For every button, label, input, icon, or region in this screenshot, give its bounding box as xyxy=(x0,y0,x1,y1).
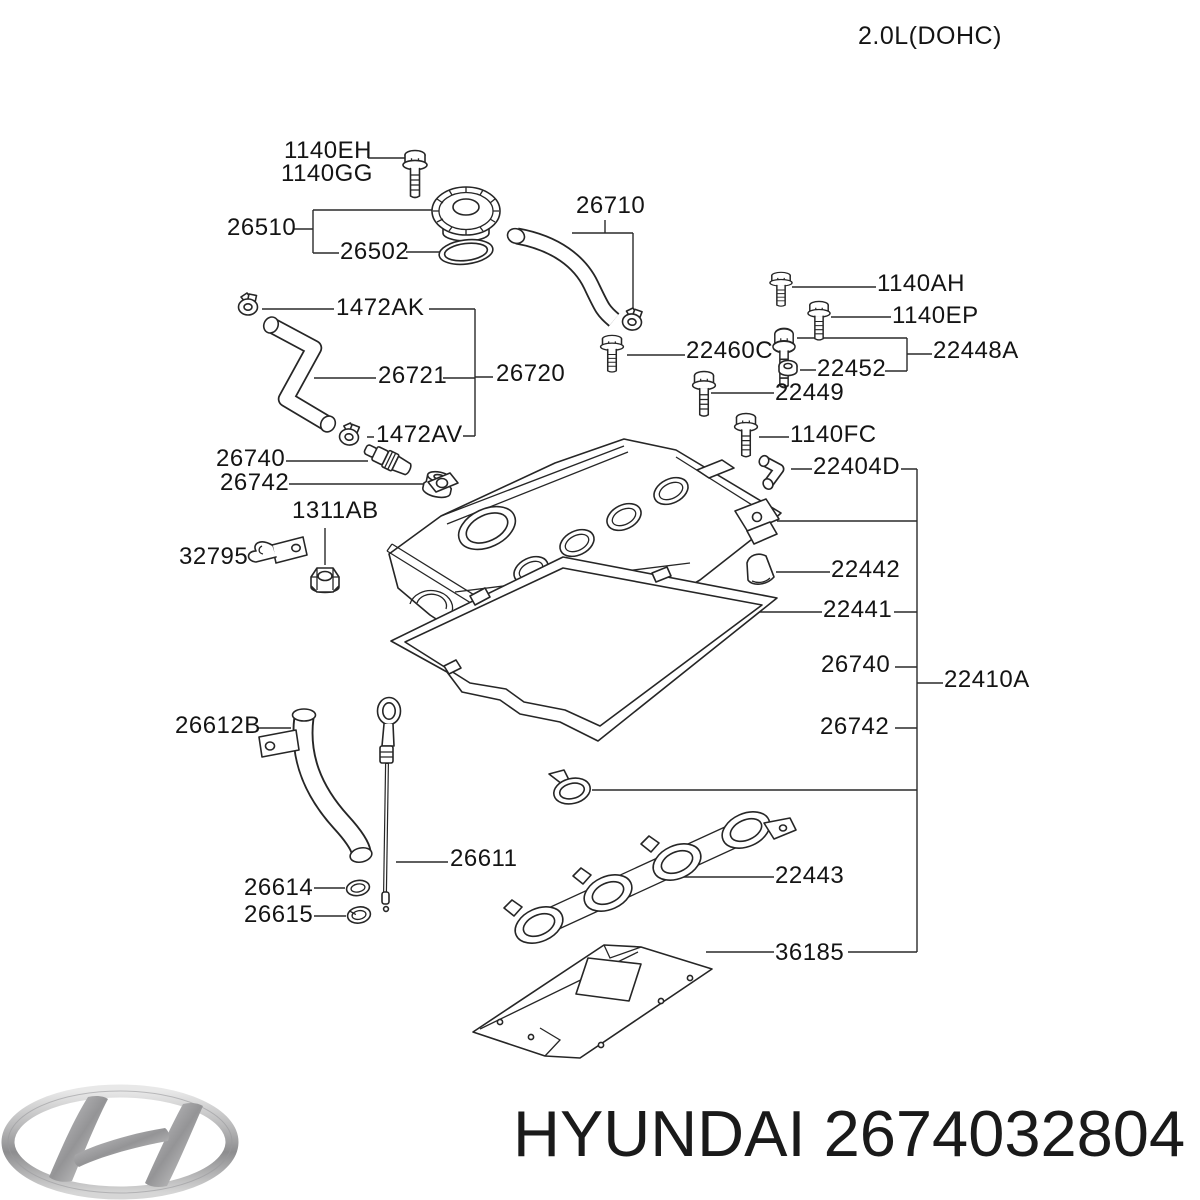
clamp-26710-drawing xyxy=(620,306,645,333)
part-label-22443: 22443 xyxy=(775,862,845,889)
plate-36185-drawing xyxy=(472,944,713,1059)
nut-1311ab-drawing xyxy=(310,567,340,594)
nut-22452-drawing xyxy=(778,359,798,377)
part-label-1472ak: 1472AK xyxy=(336,294,425,321)
bolt-22449-drawing xyxy=(691,370,717,417)
part-label-1140fc: 1140FC xyxy=(790,421,877,448)
footer-part-title: HYUNDAI 2674032804 xyxy=(513,1096,1185,1171)
vent-hose-26721-drawing xyxy=(262,316,337,433)
bolt-1140fc-drawing xyxy=(733,412,759,458)
cap-gasket-26502-drawing xyxy=(438,238,494,266)
part-label-1140ah: 1140AH xyxy=(877,270,965,297)
part-label-1311ab: 1311AB xyxy=(292,497,379,524)
part-label-22441: 22441 xyxy=(823,596,893,623)
part-label-1472av: 1472AV xyxy=(376,421,463,448)
part-label-22460c: 22460C xyxy=(686,337,774,364)
part-label-22404d: 22404D xyxy=(813,453,901,480)
part-label-1140ep: 1140EP xyxy=(892,302,979,329)
part-label-22448a: 22448A xyxy=(933,337,1019,364)
part-label-22449: 22449 xyxy=(775,379,845,406)
pcv-valve-26740-drawing xyxy=(363,444,412,476)
dipstick-26611-drawing xyxy=(376,696,402,913)
part-label-26710: 26710 xyxy=(576,192,646,219)
part-label-26611: 26611 xyxy=(450,845,518,872)
part-label-26612b: 26612B xyxy=(175,712,261,739)
part-label-26740-left: 26740 xyxy=(216,445,286,472)
hyundai-logo xyxy=(1,1084,239,1200)
oil-filler-cap-drawing xyxy=(431,186,501,242)
o-ring-26615-drawing xyxy=(346,906,372,924)
part-label-36185: 36185 xyxy=(775,939,845,966)
part-label-26720: 26720 xyxy=(496,360,566,387)
part-label-26740-right: 26740 xyxy=(821,651,891,678)
clamp-1472av-drawing xyxy=(337,420,362,448)
part-label-22452: 22452 xyxy=(817,355,887,382)
part-label-26614: 26614 xyxy=(244,874,314,901)
part-label-22410a: 22410A xyxy=(944,666,1030,693)
footer-part-number: 2674032804 xyxy=(823,1097,1186,1170)
part-label-1140eh: 1140EH xyxy=(284,137,372,164)
part-label-26742-right: 26742 xyxy=(820,713,890,740)
part-label-32795: 32795 xyxy=(179,543,249,570)
bracket-32795-drawing xyxy=(247,536,308,564)
bolt-1140ah-drawing xyxy=(769,271,793,307)
part-label-26510: 26510 xyxy=(227,214,297,241)
ring-grommet-drawing xyxy=(548,769,592,805)
bolt-1140eh-drawing xyxy=(402,149,428,199)
part-label-26721: 26721 xyxy=(378,362,448,389)
breather-hose-26710-drawing xyxy=(506,227,620,327)
elbow-pipe-22404d-drawing xyxy=(758,454,785,490)
bolt-1140ep-drawing xyxy=(807,300,831,341)
bolt-22460c-drawing xyxy=(599,334,625,373)
engine-spec: 2.0L(DOHC) xyxy=(858,22,1002,50)
spark-tube-gasket-22443-drawing xyxy=(503,811,797,944)
part-label-26615: 26615 xyxy=(244,901,314,928)
part-label-26742-left: 26742 xyxy=(220,469,290,496)
cover-gasket-22441-drawing xyxy=(390,556,778,742)
brand-name: HYUNDAI xyxy=(513,1097,806,1170)
o-ring-26614-drawing xyxy=(345,879,371,897)
part-label-1140gg: 1140GG xyxy=(281,160,373,187)
part-label-26502: 26502 xyxy=(340,238,410,265)
oil-filler-tube-26612b-drawing xyxy=(258,708,373,864)
clamp-1472ak-drawing xyxy=(237,292,259,316)
seal-22442-drawing xyxy=(746,553,775,585)
part-label-22442: 22442 xyxy=(831,556,901,583)
